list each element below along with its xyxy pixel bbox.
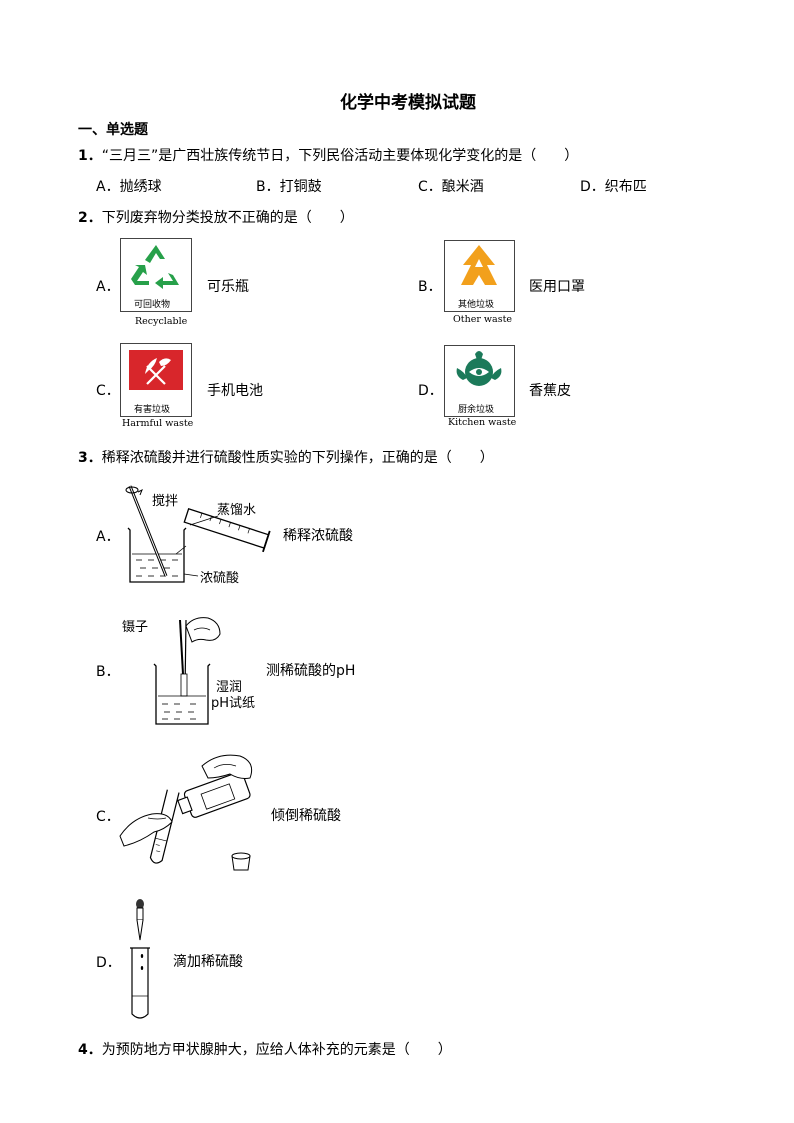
sign-chinese-label: 其他垃圾: [458, 300, 495, 310]
q3-option-a-text: 稀释浓硫酸: [283, 528, 353, 544]
q1-option-c[interactable]: C．酿米酒: [418, 176, 484, 196]
other-waste-icon: [461, 245, 497, 285]
tweezers-label: 镊子: [122, 620, 149, 635]
question-2: 2．下列废弃物分类投放不正确的是（ ）: [78, 207, 354, 227]
question-3: 3．稀释浓硫酸并进行硫酸性质实验的下列操作，正确的是（ ）: [78, 447, 494, 467]
q2-option-a-text: 可乐瓶: [207, 279, 249, 295]
question-stem: 稀释浓硫酸并进行硫酸性质实验的下列操作，正确的是（ ）: [101, 450, 494, 466]
q3-option-c-text: 倾倒稀硫酸: [271, 808, 341, 824]
question-4: 4．为预防地方甲状腺肿大，应给人体补充的元素是（ ）: [78, 1039, 452, 1059]
page-title: 化学中考模拟试题: [340, 93, 476, 113]
question-number: 3．: [78, 450, 102, 466]
q3-option-d-letter[interactable]: D．: [96, 955, 121, 971]
q2-option-b-letter[interactable]: B．: [418, 279, 442, 295]
q2-option-a-letter[interactable]: A．: [96, 279, 120, 295]
option-letter: B．: [256, 179, 280, 195]
harmful-waste-sign: 有害垃圾: [120, 343, 192, 417]
sign-english-label: Harmful waste: [122, 418, 194, 429]
question-1: 1．“三月三”是广西壮族传统节日，下列民俗活动主要体现化学变化的是（ ）: [78, 145, 578, 165]
sign-chinese-label: 厨余垃圾: [458, 405, 495, 415]
section-heading: 一、单选题: [78, 122, 148, 138]
q3-option-c-letter[interactable]: C．: [96, 809, 120, 825]
option-letter: D．: [580, 179, 605, 195]
question-number: 1．: [78, 148, 102, 164]
ph-test-diagram: [153, 617, 221, 725]
sign-english-label: Other waste: [453, 314, 513, 325]
recycle-icon: [131, 245, 179, 289]
option-letter: C．: [418, 179, 442, 195]
question-number: 4．: [78, 1042, 102, 1058]
question-number: 2．: [78, 210, 102, 226]
kitchen-waste-sign: 厨余垃圾: [444, 345, 515, 417]
q1-option-a[interactable]: A．抛绣球: [96, 176, 162, 196]
question-stem: “三月三”是广西壮族传统节日，下列民俗活动主要体现化学变化的是（ ）: [101, 148, 579, 164]
q1-option-d[interactable]: D．织布匹: [580, 176, 647, 196]
q2-option-c-text: 手机电池: [207, 383, 263, 399]
distilled-water-label: 蒸馏水: [217, 503, 257, 518]
question-stem: 为预防地方甲状腺肿大，应给人体补充的元素是（ ）: [101, 1042, 452, 1058]
q2-option-b-text: 医用口罩: [529, 279, 585, 295]
q1-option-b[interactable]: B．打铜鼓: [256, 176, 322, 196]
option-text: 酿米酒: [441, 179, 484, 195]
q3-option-d-text: 滴加稀硫酸: [173, 954, 243, 970]
q3-option-a-letter[interactable]: A．: [96, 529, 120, 545]
concentrated-acid-label: 浓硫酸: [200, 571, 240, 586]
recyclable-sign: 可回收物: [120, 238, 192, 312]
sign-chinese-label: 有害垃圾: [134, 405, 171, 415]
stir-label: 搅拌: [152, 494, 179, 509]
ph-paper-label: pH试纸: [211, 696, 256, 711]
option-text: 打铜鼓: [279, 179, 322, 195]
q3-option-b-letter[interactable]: B．: [96, 664, 120, 680]
question-stem: 下列废弃物分类投放不正确的是（ ）: [101, 210, 354, 226]
kitchen-waste-icon: [456, 351, 502, 386]
option-text: 抛绣球: [119, 179, 162, 195]
moist-label: 湿润: [216, 680, 243, 695]
other-waste-sign: 其他垃圾: [444, 240, 515, 312]
q2-option-c-letter[interactable]: C．: [96, 383, 120, 399]
option-letter: A．: [96, 179, 120, 195]
sign-chinese-label: 可回收物: [134, 300, 171, 310]
sign-english-label: Recyclable: [135, 316, 188, 327]
sign-english-label: Kitchen waste: [448, 417, 517, 428]
option-text: 织布匹: [604, 179, 647, 195]
pouring-diagram: [119, 754, 253, 871]
q2-option-d-text: 香蕉皮: [529, 383, 571, 399]
dilution-apparatus-diagram: [125, 485, 271, 583]
q3-option-b-text: 测稀硫酸的pH: [266, 663, 356, 679]
dropping-diagram: [130, 899, 150, 1019]
harmful-waste-icon: [129, 350, 183, 390]
q2-option-d-letter[interactable]: D．: [418, 383, 443, 399]
